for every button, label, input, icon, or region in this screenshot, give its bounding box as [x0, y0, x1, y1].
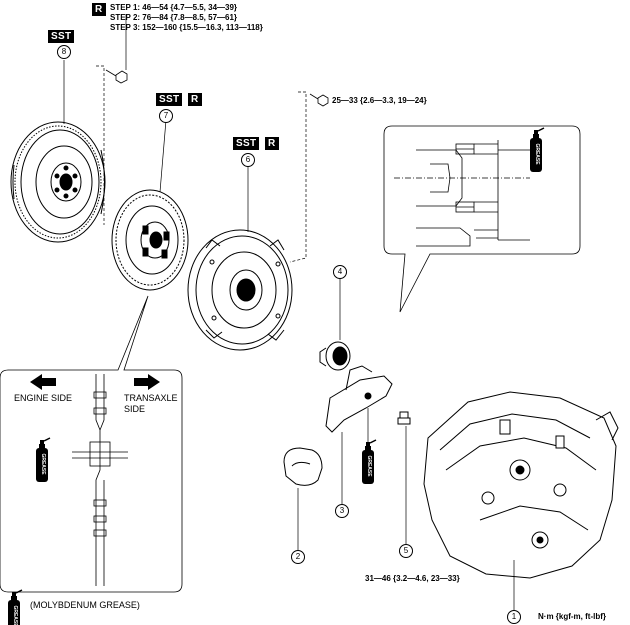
transaxle-side-label-2: SIDE	[124, 404, 146, 414]
reuse-badge-disc: R	[188, 93, 202, 106]
sst-badge-flywheel: SST	[48, 30, 75, 43]
callout-6: 6	[241, 153, 255, 167]
boot	[283, 447, 323, 486]
torque-step-3: STEP 3: 152—160 {15.5—16.3, 113—118}	[110, 23, 263, 32]
units-label: N·m {kgf-m, ft-lbf}	[538, 612, 606, 621]
clutch-disc	[111, 189, 189, 291]
callout-2: 2	[291, 550, 305, 564]
detail-inset-section	[383, 125, 581, 313]
torque-step-2: STEP 2: 76—84 {7.8—8.5, 57—61}	[110, 13, 238, 22]
pivot-bolt	[397, 411, 411, 425]
engine-side-label: ENGINE SIDE	[14, 393, 73, 403]
grease-can-icon	[7, 589, 23, 625]
grease-can-icon	[361, 439, 377, 485]
spline-detail-inset	[0, 295, 183, 593]
torque-step-1: STEP 1: 46—54 {4.7—5.5, 34—39}	[110, 3, 238, 12]
pressure-plate	[187, 229, 293, 351]
reuse-badge: R	[92, 3, 106, 16]
callout-7: 7	[159, 109, 173, 123]
callout-4: 4	[333, 265, 347, 279]
sst-badge-pressure-plate: SST	[233, 137, 260, 150]
callout-8: 8	[57, 45, 71, 59]
transaxle-case	[423, 391, 619, 579]
torque-pressure-plate-bolt: 25—33 {2.6—3.3, 19—24}	[332, 96, 427, 105]
callout-5: 5	[399, 544, 413, 558]
legend-label: (MOLYBDENUM GREASE)	[30, 600, 140, 610]
flywheel	[10, 121, 106, 243]
reuse-badge-pressure-plate: R	[265, 137, 279, 150]
callout-1: 1	[507, 610, 521, 624]
sst-badge-disc: SST	[156, 93, 183, 106]
arrow-right-icon	[134, 374, 160, 390]
release-fork	[325, 365, 393, 433]
arrow-left-icon	[30, 374, 56, 390]
callout-3: 3	[335, 504, 349, 518]
torque-bleeder: 31—46 {3.2—4.6, 23—33}	[365, 574, 460, 583]
pressure-plate-bolt	[309, 93, 329, 107]
transaxle-side-label-1: TRANSAXLE	[124, 393, 178, 403]
flywheel-bolt	[105, 69, 128, 84]
release-bearing	[319, 341, 351, 371]
